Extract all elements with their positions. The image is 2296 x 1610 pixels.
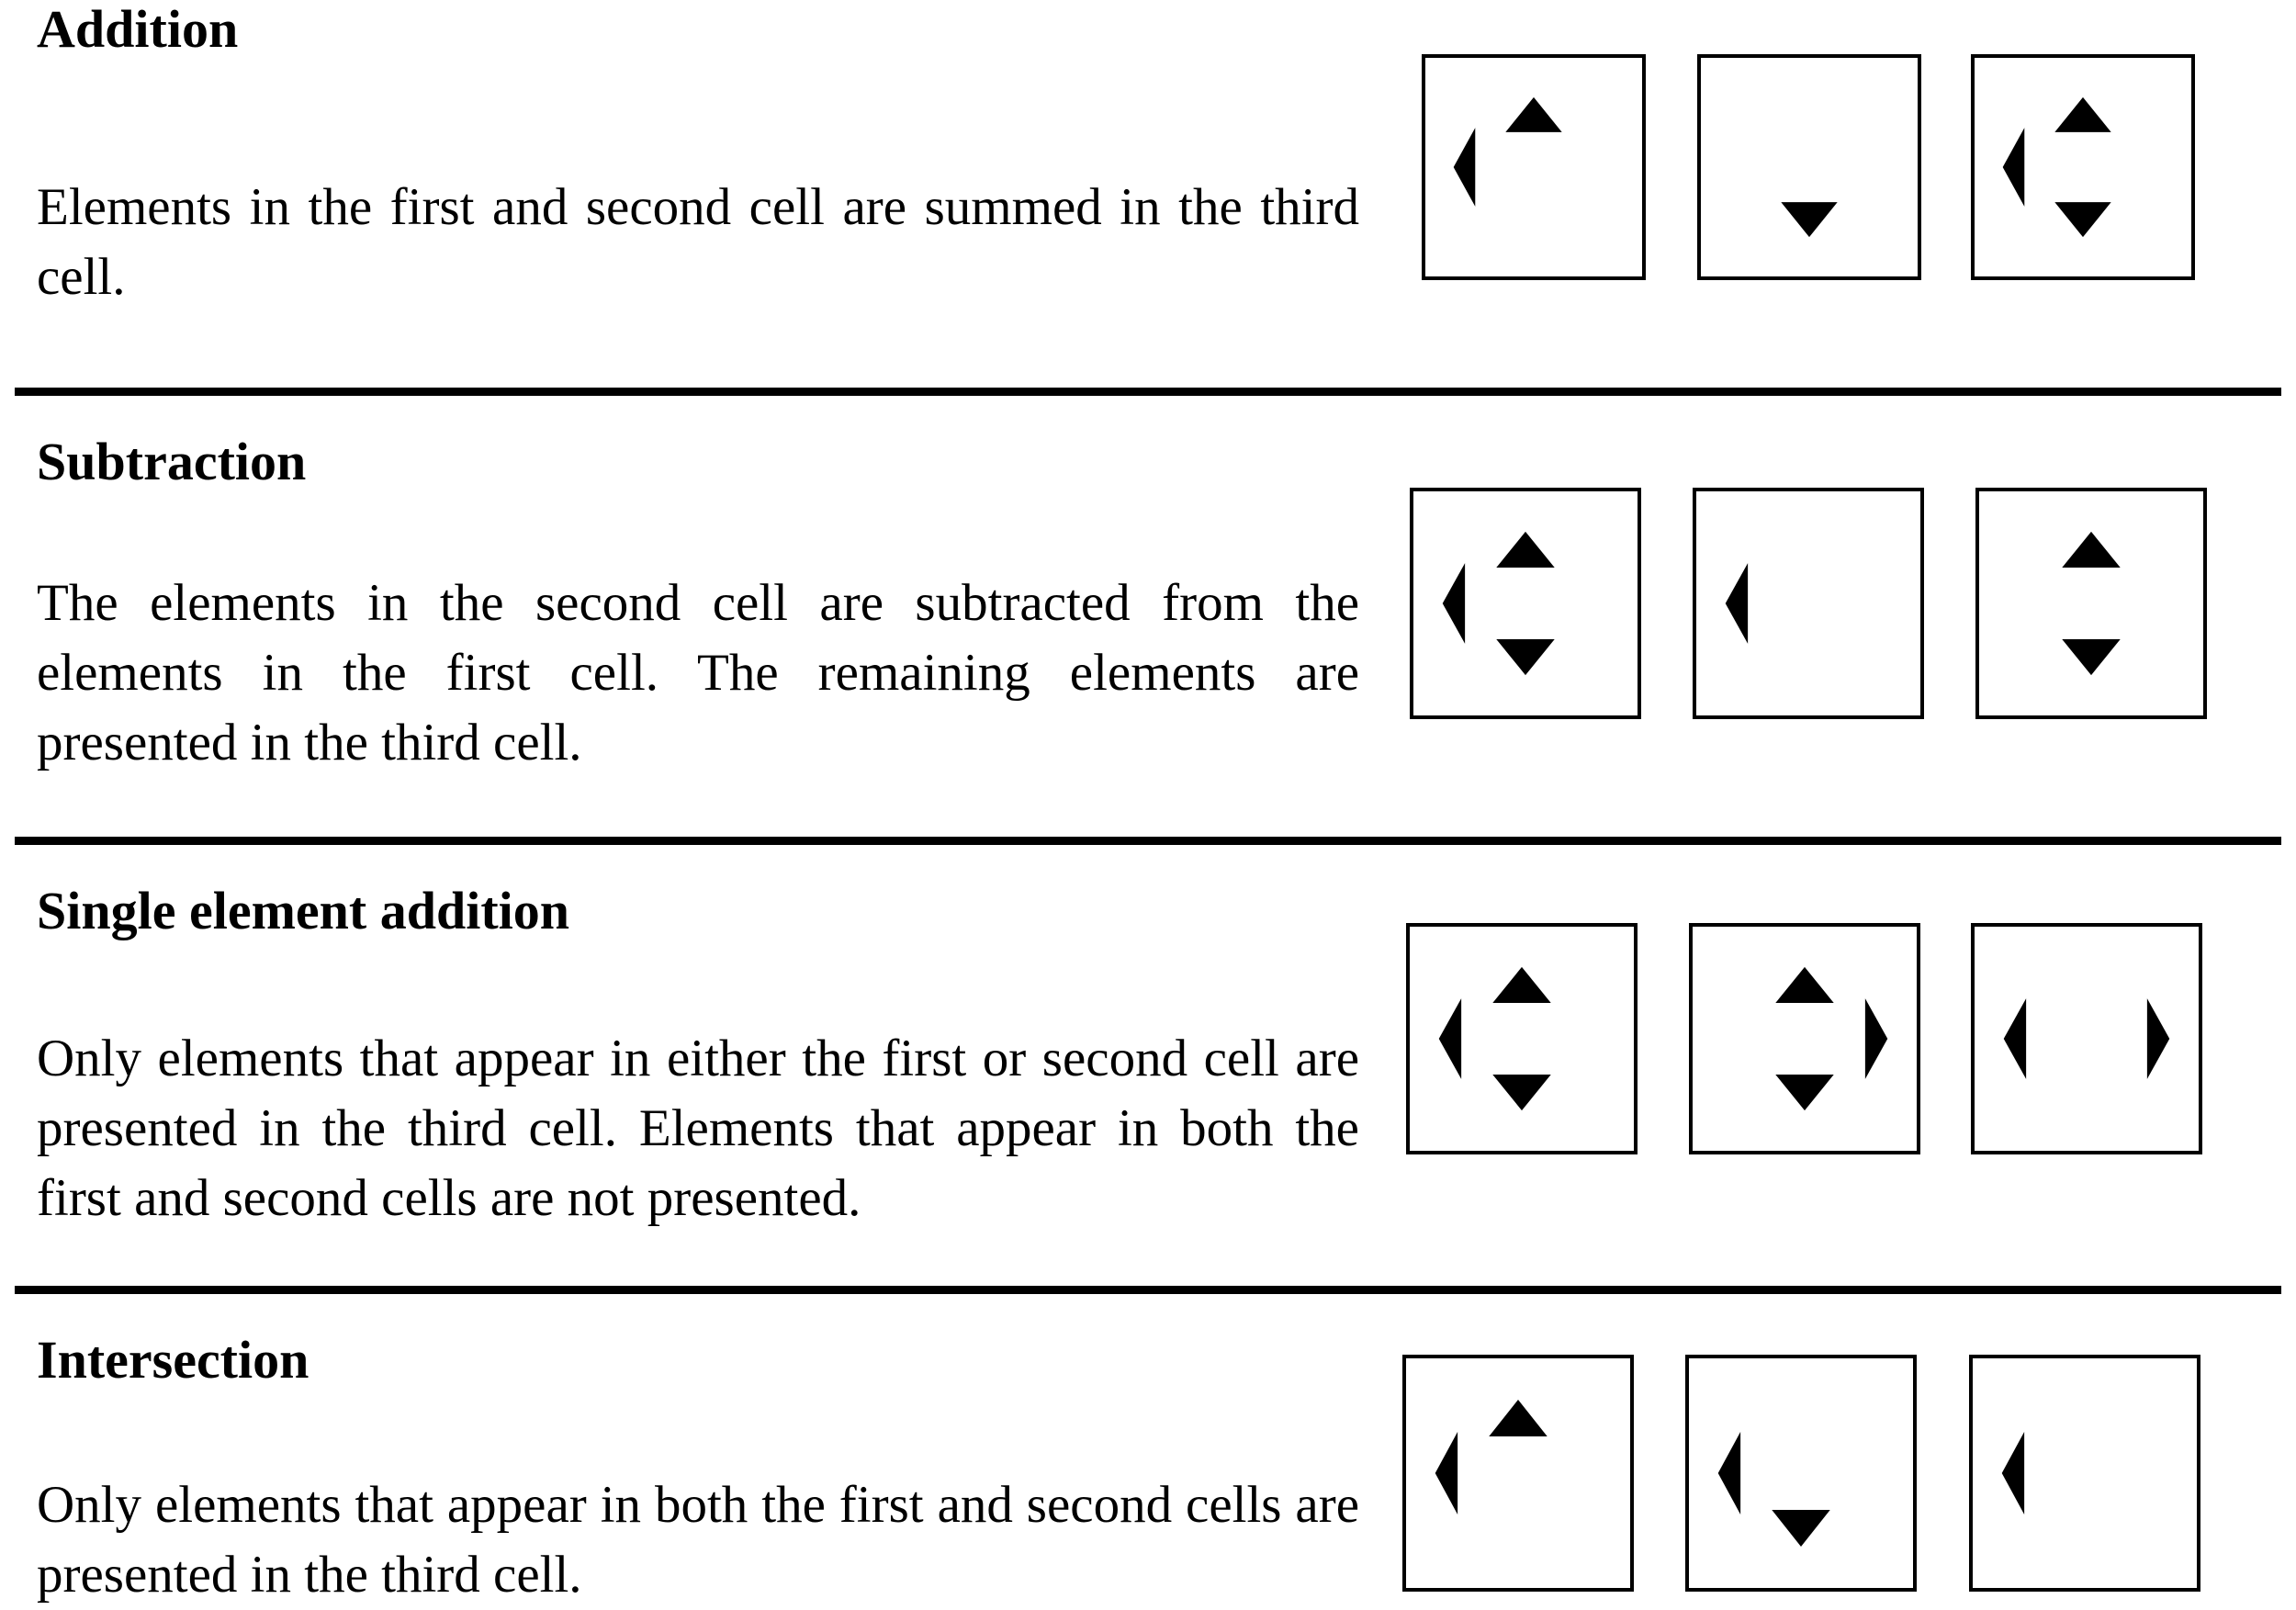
triangle-up-icon [2062,531,2121,568]
section-description: Only elements that appear in either the … [37,1030,1359,1227]
triangle-down-icon [1492,1075,1551,1111]
cell-1 [1422,54,1646,280]
triangle-left-icon [1438,998,1462,1079]
triangle-down-icon [1772,1510,1830,1547]
cell-glyphs [2001,1432,2025,1514]
section-title: Intersection [37,1330,310,1390]
triangle-down-icon [1781,202,1838,238]
section-divider [15,837,2281,845]
section-intersection: Intersection Only elements that appear i… [0,1294,2296,1604]
cell-3 [1971,54,2195,280]
cell-glyphs [1453,96,1562,207]
triangle-up-icon [1492,966,1551,1003]
cell-glyphs [2062,531,2121,676]
triangle-down-icon [1775,1075,1834,1111]
cell-2 [1689,923,1920,1154]
cell-glyphs [1781,202,1838,238]
cell-glyphs [1435,1400,1548,1514]
cell-1 [1402,1355,1634,1592]
triangle-left-icon [1442,563,1466,644]
cell-1 [1410,488,1641,719]
section-title: Subtraction [37,432,307,491]
cell-2 [1693,488,1924,719]
section-description: Only elements that appear in both the fi… [37,1476,1359,1604]
triangle-down-icon [2054,202,2111,238]
triangle-left-icon [1453,128,1476,207]
section-divider [15,1286,2281,1294]
cell-2 [1685,1355,1917,1592]
triangle-up-icon [1505,96,1562,132]
triangle-left-icon [1717,1432,1741,1514]
section-description: The elements in the second cell are subt… [37,574,1359,771]
triangle-left-icon [2001,1432,2025,1514]
triangle-right-icon [1864,998,1888,1079]
cell-glyphs [1725,563,1749,644]
cell-3 [1975,488,2207,719]
triangle-up-icon [1775,966,1834,1003]
section-single-element-addition: Single element addition Only elements th… [0,845,2296,1289]
triangle-up-icon [1489,1400,1548,1436]
triangle-up-icon [1496,531,1555,568]
triangle-left-icon [1435,1432,1458,1514]
cell-3 [1969,1355,2200,1592]
cell-glyphs [1438,966,1551,1111]
cell-1 [1406,923,1638,1154]
cell-2 [1697,54,1921,280]
triangle-down-icon [2062,639,2121,676]
cell-glyphs [2002,96,2111,238]
cell-3 [1971,923,2202,1154]
section-subtraction: Subtraction The elements in the second c… [0,396,2296,840]
section-divider [15,388,2281,396]
triangle-left-icon [2002,128,2025,207]
section-addition: Addition Elements in the first and secon… [0,0,2296,391]
triangle-left-icon [1725,563,1749,644]
section-title: Addition [37,0,239,59]
triangle-left-icon [2003,998,2027,1079]
triangle-right-icon [2146,998,2170,1079]
section-description: Elements in the first and second cell ar… [37,178,1359,306]
cell-glyphs [2003,998,2170,1079]
cell-glyphs [1775,966,1888,1111]
cell-glyphs [1717,1432,1830,1547]
triangle-down-icon [1496,639,1555,676]
triangle-up-icon [2054,96,2111,132]
cell-glyphs [1442,531,1555,676]
section-title: Single element addition [37,881,570,940]
